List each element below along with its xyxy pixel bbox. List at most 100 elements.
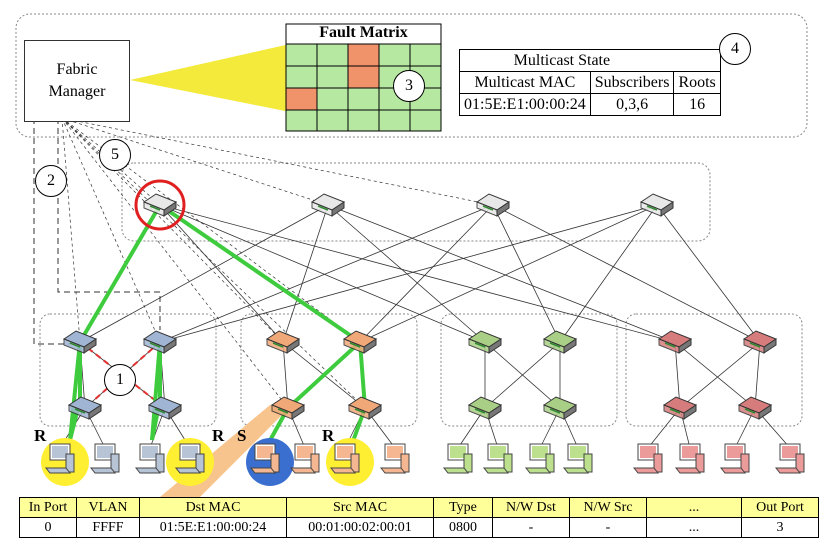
host-keyboard <box>44 467 72 474</box>
ms-cell-subscribers: 0,3,6 <box>589 93 675 116</box>
fabric-manager-box: Fabric Manager <box>24 40 130 122</box>
ft-header-dst-mac: Dst MAC <box>139 497 287 518</box>
links-layer <box>59 204 791 449</box>
aggregation-switch-icon <box>62 330 98 354</box>
multicast-state-table: Multicast State Multicast MAC Subscriber… <box>459 49 721 116</box>
core-agg-link <box>159 204 658 343</box>
ft-cell-out-port: 3 <box>741 517 819 538</box>
switch-side <box>683 404 697 420</box>
switch-led <box>474 342 486 348</box>
control-link <box>61 117 81 343</box>
sender-tag: S <box>237 426 247 445</box>
switch-side <box>563 338 577 354</box>
host-screen-fill <box>682 446 698 458</box>
fault-matrix-cell <box>316 65 349 89</box>
ft-cell-dst-mac: 01:5E:E1:00:00:24 <box>139 517 287 538</box>
fault-matrix-cell <box>378 109 411 132</box>
host-computer-icon <box>482 443 513 474</box>
switch-led <box>317 205 329 211</box>
host-tower <box>463 453 473 473</box>
fault-matrix-cell <box>316 87 349 111</box>
host-screen-fill <box>640 446 656 458</box>
host-computer-icon <box>524 443 555 474</box>
control-link <box>61 117 161 206</box>
control-link <box>61 117 366 409</box>
core-agg-link <box>359 204 494 343</box>
host-screen-fill <box>182 446 198 458</box>
switch-led <box>149 205 161 211</box>
switch-side <box>168 404 182 420</box>
switch-led <box>272 342 284 348</box>
hosts-layer <box>41 438 805 486</box>
host-tower <box>740 453 750 473</box>
host-computer-icon <box>134 443 165 474</box>
fabric-manager-line1: Fabric <box>56 61 98 78</box>
host-computer-icon <box>442 443 473 474</box>
ft-header-type: Type <box>433 497 493 518</box>
host-keyboard <box>134 467 162 474</box>
host-screen-fill <box>490 446 506 458</box>
host-computer-icon <box>174 443 205 474</box>
host-tower <box>583 453 593 473</box>
host-computer-icon <box>774 443 805 474</box>
aggregation-switch-icon <box>542 330 578 354</box>
host-tower <box>400 453 410 473</box>
core-agg-link <box>559 204 658 343</box>
host-screen-fill <box>257 446 273 458</box>
host-screen-fill <box>532 446 548 458</box>
core-agg-link <box>359 204 658 343</box>
switch-side <box>363 338 377 354</box>
step-1-marker: 1 <box>104 364 136 396</box>
fault-matrix-beam <box>130 44 290 112</box>
ft-header-vlan: VLAN <box>76 497 140 518</box>
agg-edge-link <box>679 341 761 409</box>
multicast-tree-link <box>286 340 362 410</box>
fault-matrix-cell <box>378 43 411 67</box>
step-2-marker: 2 <box>35 165 67 197</box>
pod-region-0 <box>39 313 217 427</box>
ft-cell-nw-src: - <box>569 517 647 538</box>
host-tower <box>695 453 705 473</box>
ft-header-out-port: Out Port <box>741 497 819 518</box>
host-computer-icon <box>44 443 75 474</box>
fault-report-path <box>33 118 70 345</box>
control-link <box>61 117 289 409</box>
host-tower <box>795 453 805 473</box>
core-agg-link <box>282 204 329 343</box>
switch-led <box>482 205 494 211</box>
fault-matrix-cell <box>347 43 380 67</box>
fault-matrix-cell <box>285 109 318 132</box>
root-switch-marker <box>134 179 186 231</box>
control-link <box>61 117 284 343</box>
ft-cell-nw-dst: - <box>492 517 570 538</box>
fault-matrix-cell <box>347 109 380 132</box>
core-agg-link <box>79 204 329 343</box>
receiver-tag-1: R <box>34 426 47 445</box>
core-agg-link <box>492 204 561 343</box>
aggregation-switch-icon <box>657 330 693 354</box>
ft-header-src-mac: Src MAC <box>286 497 434 518</box>
switch-led <box>74 408 86 414</box>
fault-matrix-cell <box>409 109 442 132</box>
switch-led <box>749 342 761 348</box>
step-4-marker: 4 <box>719 33 751 65</box>
agg-edge-link <box>754 341 761 409</box>
pod-region-2 <box>440 313 618 427</box>
core-agg-link <box>159 204 284 343</box>
host-computer-icon <box>632 443 663 474</box>
switch-side <box>286 338 300 354</box>
edge-switch-icon <box>347 396 383 420</box>
switch-led <box>669 408 681 414</box>
host-highlight <box>166 438 214 486</box>
agg-edge-link <box>674 341 756 409</box>
ft-header-in-port: In Port <box>19 497 77 518</box>
switch-led <box>646 205 658 211</box>
fabric-manager-line2: Manager <box>48 83 106 100</box>
host-computer-icon <box>379 443 410 474</box>
host-keyboard <box>329 467 357 474</box>
aggregation-switch-icon <box>342 330 378 354</box>
switch-side <box>488 338 502 354</box>
host-keyboard <box>719 467 747 474</box>
agg-edge-link <box>674 341 681 409</box>
